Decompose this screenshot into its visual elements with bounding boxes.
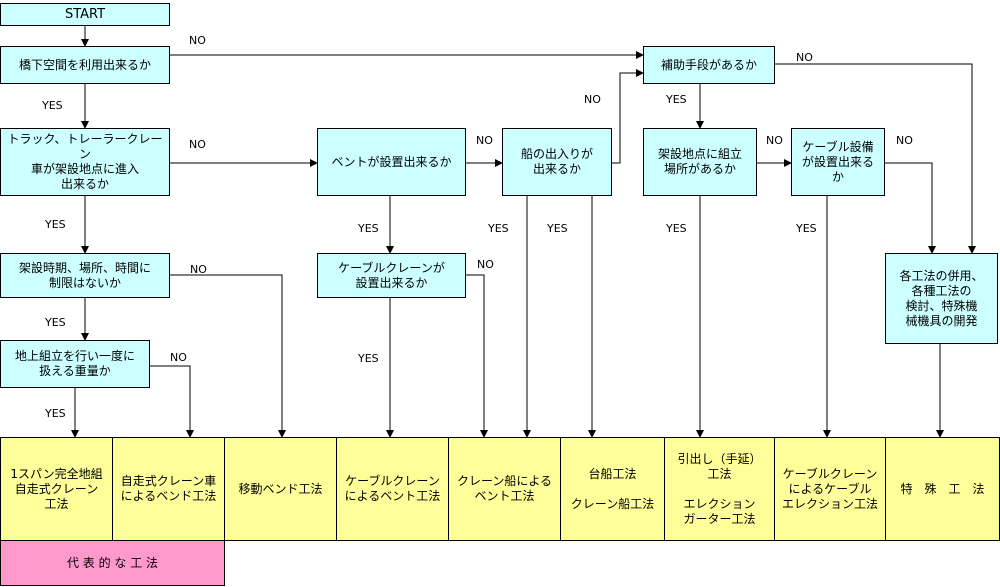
method-special: 特 殊 工 法 [885, 437, 1000, 541]
decision-aux-means: 補助手段があるか [643, 46, 775, 84]
label-yes: YES [488, 222, 509, 235]
decision-cable-equipment: ケーブル設備 が設置出来る か [791, 128, 885, 196]
label-yes: YES [547, 222, 568, 235]
method-cable-crane-bent: ケーブルクレーン によるベント工法 [336, 437, 449, 541]
label-yes: YES [796, 222, 817, 235]
method-cable-erection: ケーブルクレーン によるケーブル エレクション工法 [774, 437, 886, 541]
label-no: NO [170, 351, 187, 364]
method-full-span-crane: 1スパン完全地組 自走式クレーン 工法 [0, 437, 113, 541]
label-no: NO [477, 258, 494, 271]
decision-ground-assembly: 地上組立を行い一度に 扱える重量か [0, 340, 150, 388]
method-crane-bent: 自走式クレーン車 によるベンド工法 [112, 437, 225, 541]
decision-ship-access: 船の出入りが 出来るか [502, 128, 612, 196]
decision-cable-crane: ケーブルクレーンが 設置出来るか [317, 253, 466, 298]
method-moving-bent: 移動ベンド工法 [224, 437, 337, 541]
label-no: NO [189, 138, 206, 151]
label-no: NO [190, 263, 207, 276]
method-barge-crane-ship: 台船工法 クレーン船工法 [560, 437, 665, 541]
label-no: NO [896, 134, 913, 147]
label-yes: YES [358, 352, 379, 365]
decision-truck-access: トラック、トレーラークレーン 車が架設地点に進入 出来るか [0, 128, 170, 196]
decision-assembly-site: 架設地点に組立 場所があるか [643, 128, 757, 196]
label-no: NO [189, 34, 206, 47]
label-yes: YES [45, 407, 66, 420]
decision-time-restriction: 架設時期、場所、時間に 制限はないか [0, 253, 170, 298]
label-yes: YES [42, 99, 63, 112]
method-crane-ship-bent: クレーン船による ベント工法 [448, 437, 561, 541]
decision-bridge-space: 橋下空間を利用出来るか [0, 46, 170, 84]
label-no: NO [766, 134, 783, 147]
label-yes: YES [45, 316, 66, 329]
method-launching-erection: 引出し（手延） 工法 エレクション ガーター工法 [664, 437, 775, 541]
decision-combined-methods: 各工法の併用、 各種工法の 検討、特殊機 械機具の開発 [885, 253, 998, 344]
decision-bent-install: ベントが設置出来るか [317, 128, 466, 196]
label-yes: YES [666, 93, 687, 106]
label-no: NO [796, 51, 813, 64]
label-yes: YES [666, 222, 687, 235]
legend-representative-methods: 代 表 的 な 工 法 [0, 540, 225, 586]
label-yes: YES [358, 222, 379, 235]
label-no: NO [584, 93, 601, 106]
label-yes: YES [45, 218, 66, 231]
start-node: START [0, 3, 170, 26]
label-no: NO [476, 134, 493, 147]
